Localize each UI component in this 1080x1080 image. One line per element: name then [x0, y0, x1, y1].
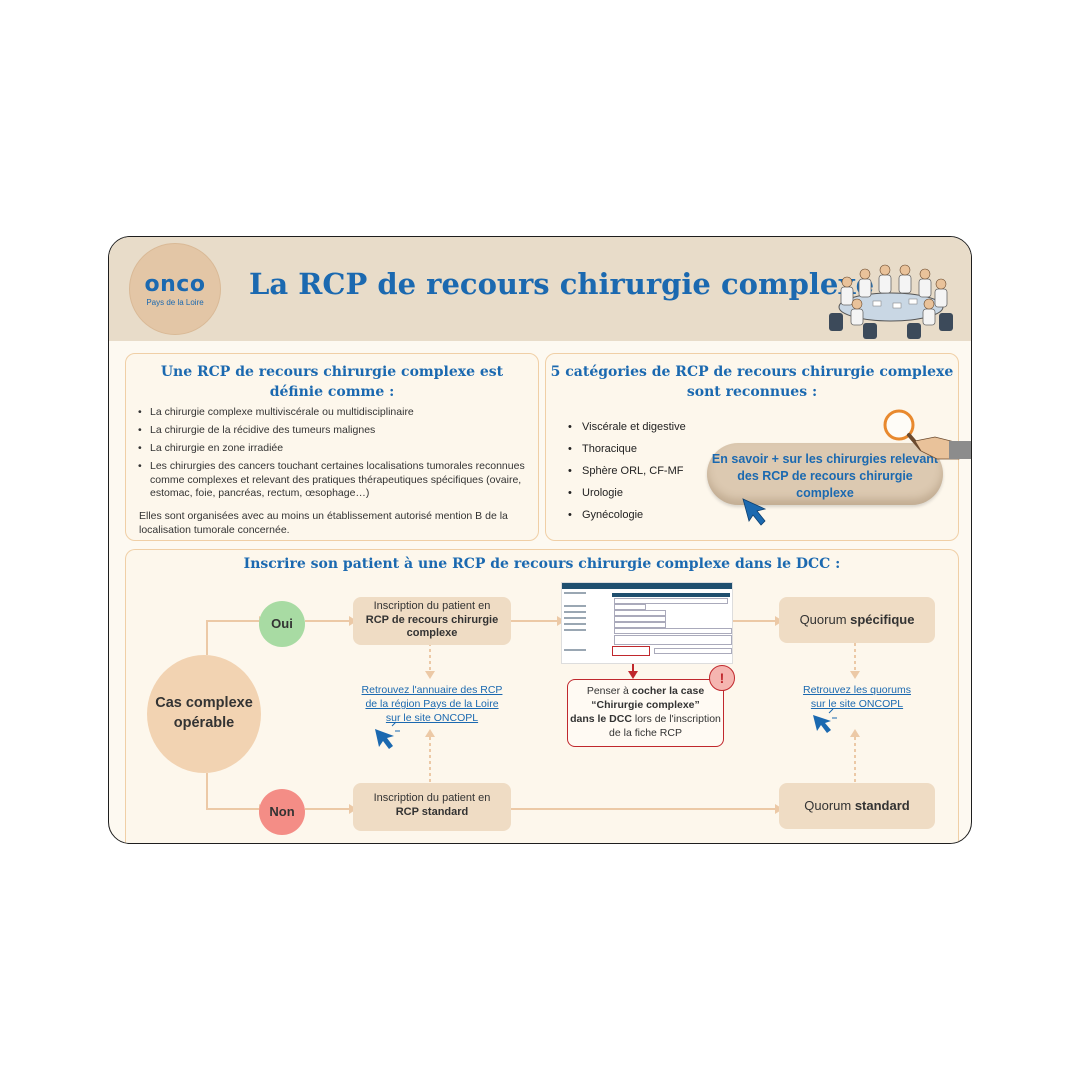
registration-complex-strong: RCP de recours chirurgie complexe — [365, 613, 499, 640]
callout-pre: Penser à — [586, 685, 632, 697]
list-item: La chirurgie complexe multiviscérale ou … — [138, 406, 530, 420]
categories-title: 5 catégories de RCP de recours chirurgie… — [546, 362, 958, 402]
list-item: Sphère ORL, CF-MF — [568, 460, 728, 482]
quorum-specific-strong: spécifique — [850, 612, 915, 627]
learn-more-label: En savoir + sur les chirurgies relevant … — [711, 452, 939, 500]
registration-complex-box: Inscription du patient en RCP de recours… — [353, 597, 511, 645]
magnifier-icon — [883, 409, 971, 460]
registration-standard-strong: RCP standard — [395, 805, 469, 818]
quorum-specific-box: Quorum spécifique — [779, 597, 935, 643]
definition-note: Elles sont organisées avec au moins un é… — [139, 510, 508, 536]
yes-node: Oui — [259, 601, 305, 647]
complex-case-label: Cas complexe opérable — [155, 695, 253, 731]
header-band: onco Pays de la Loire La RCP de recours … — [109, 237, 971, 341]
onco-logo: onco Pays de la Loire — [129, 243, 221, 335]
warning-icon: ! — [709, 665, 735, 691]
form-header-bar — [562, 583, 732, 589]
registration-standard-box: Inscription du patient en RCP standard — [353, 783, 511, 831]
quorum-specific-pre: Quorum — [799, 612, 851, 627]
registration-standard-pre: Inscription du patient en — [373, 792, 491, 804]
logo-wordmark: onco — [144, 272, 206, 297]
rcp-directory-link[interactable]: Retrouvez l'annuaire des RCP de la régio… — [361, 684, 503, 724]
dcc-form-screenshot — [561, 582, 733, 664]
categories-title-line2: sont reconnues : — [686, 384, 818, 400]
list-item: La chirurgie en zone irradiée — [138, 442, 530, 456]
quorum-standard-pre: Quorum — [804, 798, 855, 813]
flow-title: Inscrire son patient à une RCP de recour… — [243, 556, 841, 572]
list-item: Les chirurgies des cancers touchant cert… — [138, 460, 530, 501]
list-item: Thoracique — [568, 438, 728, 460]
cursor-hand-icon — [813, 708, 837, 733]
definition-panel: Une RCP de recours chirurgie complexe es… — [125, 353, 539, 541]
categories-list: Viscérale et digestive Thoracique Sphère… — [568, 416, 728, 526]
callout-line1: Penser à cocher la case — [568, 680, 723, 698]
logo-subtitle: Pays de la Loire — [146, 298, 204, 307]
callout-line3: dans le DCC lors de l'inscription de la … — [568, 712, 723, 740]
quorums-link[interactable]: Retrouvez les quorums sur le site ONCOPL — [803, 684, 911, 710]
no-label: Non — [269, 804, 295, 819]
cursor-hand-icon — [375, 721, 400, 749]
callout-strong2: “Chirurgie complexe” — [591, 699, 700, 711]
list-item: Gynécologie — [568, 504, 728, 526]
callout-strong1: cocher la case — [631, 685, 705, 697]
definition-title: Une RCP de recours chirurgie complexe es… — [126, 362, 538, 402]
no-node: Non — [259, 789, 305, 835]
quorum-standard-strong: standard — [854, 798, 910, 813]
quorum-standard-box: Quorum standard — [779, 783, 935, 829]
infographic-card: onco Pays de la Loire La RCP de recours … — [108, 236, 972, 844]
callout-post: lors de l'inscription de la fiche RCP — [609, 713, 721, 739]
list-item: Viscérale et digestive — [568, 416, 728, 438]
dcc-reminder-callout: Penser à cocher la case “Chirurgie compl… — [567, 679, 724, 747]
categories-title-line1: 5 catégories de RCP de recours chirurgie… — [550, 364, 954, 380]
decor-overlay-top — [742, 409, 971, 526]
list-item: Urologie — [568, 482, 728, 504]
registration-complex-pre: Inscription du patient en — [373, 600, 491, 612]
definition-title-line1: Une RCP de recours chirurgie complexe es… — [160, 364, 504, 380]
definition-title-line2: définie comme : — [269, 384, 395, 400]
page-title: La RCP de recours chirurgie complexe — [249, 267, 875, 301]
yes-label: Oui — [271, 616, 293, 631]
callout-strong3: dans le DCC — [570, 713, 632, 725]
meeting-team-illustration — [829, 264, 953, 339]
definition-list: La chirurgie complexe multiviscérale ou … — [138, 406, 530, 505]
complex-surgery-checkbox-highlight — [612, 646, 650, 656]
cursor-hand-icon — [742, 498, 767, 526]
list-item: La chirurgie de la récidive des tumeurs … — [138, 424, 530, 438]
complex-case-node: Cas complexe opérable — [147, 655, 261, 773]
learn-more-button[interactable]: En savoir + sur les chirurgies relevant … — [707, 443, 943, 505]
